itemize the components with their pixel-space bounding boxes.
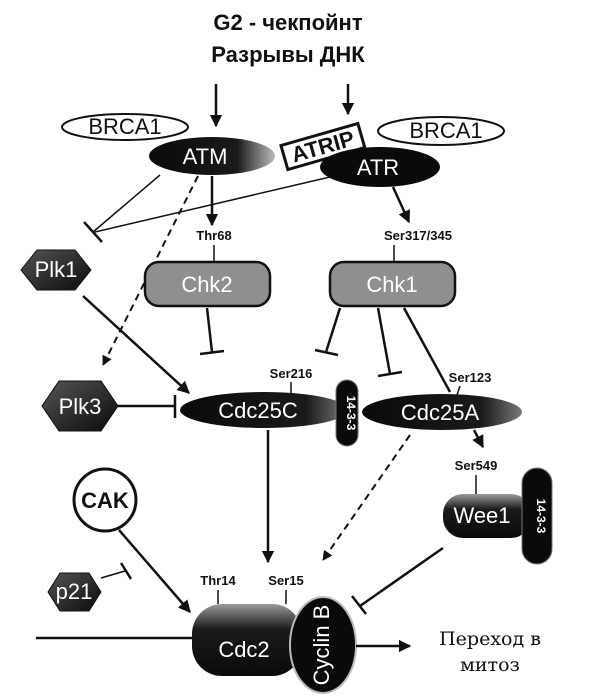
site-thr68: Thr68 bbox=[196, 228, 231, 243]
dashed-cdc25a-cdc2 bbox=[322, 434, 411, 561]
outcome-line-2: митоз bbox=[460, 654, 520, 676]
chk2-label: Chk2 bbox=[181, 272, 232, 297]
site-ser123: Ser123 bbox=[449, 370, 492, 385]
protein-14-3-3-b-label: 14-3-3 bbox=[534, 499, 548, 534]
wee1-label: Wee1 bbox=[453, 503, 510, 528]
inhibit-atm-plk1 bbox=[92, 174, 161, 233]
site-ser317-345: Ser317/345 bbox=[384, 228, 452, 243]
plk3-node: Plk3 bbox=[41, 380, 119, 432]
inhibit-bar-plk1 bbox=[83, 221, 103, 243]
site-ser15: Ser15 bbox=[268, 573, 303, 588]
brca1-right-node: BRCA1 bbox=[377, 116, 505, 146]
cdc25a-node: Cdc25A bbox=[362, 394, 522, 430]
brca1-left-node: BRCA1 bbox=[61, 113, 189, 141]
arrow-chk1-cdc25a bbox=[402, 307, 452, 393]
arrow-plk1-cdc25c bbox=[82, 295, 190, 394]
inhibit-bar-wee1 bbox=[351, 595, 367, 615]
chk2-node: Chk2 bbox=[143, 260, 272, 308]
protein-14-3-3-a-label: 14-3-3 bbox=[344, 396, 358, 431]
header-line-2: Разрывы ДНК bbox=[211, 42, 365, 67]
brca1-right-label: BRCA1 bbox=[409, 118, 482, 143]
inhibit-chk2-cdc25c bbox=[205, 307, 214, 353]
outcome-line-1: Переход в bbox=[439, 628, 541, 650]
site-ser216: Ser216 bbox=[270, 366, 313, 381]
inhibit-chk1-cdc25c bbox=[324, 307, 342, 353]
atm-label: ATM bbox=[183, 144, 228, 169]
cak-node: CAK bbox=[72, 467, 138, 533]
protein-14-3-3-on-wee1: 14-3-3 bbox=[521, 467, 553, 565]
brca1-left-label: BRCA1 bbox=[88, 114, 161, 139]
wee1-node: Wee1 bbox=[443, 494, 531, 538]
plk1-label: Plk1 bbox=[35, 257, 78, 282]
chk1-label: Chk1 bbox=[366, 272, 417, 297]
arrow-atr-chk1 bbox=[391, 186, 411, 224]
cdc25a-label: Cdc25A bbox=[401, 400, 480, 425]
cdc2-node: Cdc2 bbox=[192, 604, 302, 676]
p21-node: p21 bbox=[47, 572, 102, 612]
cdc25c-label: Cdc25C bbox=[218, 398, 298, 423]
cyclin-b-label: Cyclin B bbox=[309, 605, 334, 686]
arrow-cak-cdc2 bbox=[118, 529, 191, 613]
protein-14-3-3-on-cdc25c: 14-3-3 bbox=[335, 379, 359, 447]
atr-label: ATR bbox=[357, 155, 399, 180]
inhibit-bar-chk1-c bbox=[314, 348, 339, 357]
inhibit-bar-p21 bbox=[119, 562, 133, 580]
header-line-1: G2 - чекпойнт bbox=[213, 10, 362, 35]
atm-node: ATM bbox=[149, 137, 275, 175]
site-thr14: Thr14 bbox=[200, 573, 236, 588]
cdc25c-node: Cdc25C bbox=[180, 392, 348, 428]
inhibit-bar-chk2 bbox=[199, 349, 225, 356]
site-ser549: Ser549 bbox=[455, 458, 498, 473]
plk1-node: Plk1 bbox=[20, 249, 92, 291]
plk3-label: Plk3 bbox=[59, 394, 102, 419]
inhibit-wee1-cdc2 bbox=[359, 546, 444, 608]
chk1-node: Chk1 bbox=[328, 260, 457, 308]
p21-label: p21 bbox=[56, 579, 93, 604]
atr-node: ATR bbox=[320, 147, 440, 187]
inhibit-bar-chk1-a bbox=[377, 370, 403, 378]
cak-label: CAK bbox=[81, 488, 129, 513]
cyclin-b-node: Cyclin B bbox=[289, 596, 357, 694]
inhibit-chk1-cdc25a bbox=[376, 307, 392, 375]
arrow-cdc25a-wee1 bbox=[472, 429, 485, 449]
inhibit-p21 bbox=[100, 570, 126, 579]
cdc2-label: Cdc2 bbox=[218, 637, 269, 662]
